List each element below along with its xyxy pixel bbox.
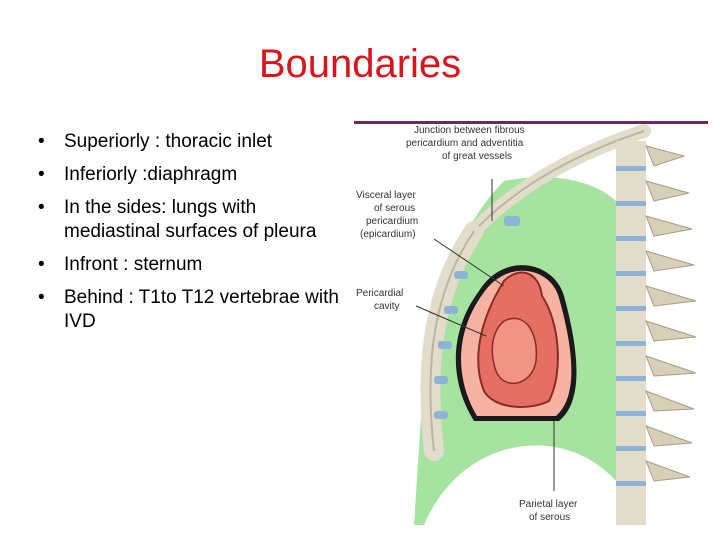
bullet-text: Behind : T1to T12 vertebrae with IVD <box>64 287 339 332</box>
bullet-text: In the sides: lungs with mediastinal sur… <box>64 197 317 242</box>
costal-cartilages <box>434 216 520 419</box>
bullet-dot: • <box>38 164 45 185</box>
bullet-list: • Superiorly : thoracic inlet • Inferiorly… <box>38 130 348 343</box>
bullet-dot: • <box>38 254 45 275</box>
vertebral-column <box>616 141 697 525</box>
diaphragm-dome <box>424 445 624 525</box>
label-pericardial-cavity: Pericardial cavity <box>356 288 406 312</box>
bullet-text: Inferiorly :diaphragm <box>64 164 238 185</box>
bullet-text: Infront : sternum <box>64 254 203 275</box>
label-parietal-layer: Parietal layer of serous <box>519 499 580 523</box>
bullet-item: • Infront : sternum <box>38 253 348 277</box>
figure-top-border <box>354 121 708 124</box>
bullet-item: • In the sides: lungs with mediastinal su… <box>38 196 348 244</box>
bullet-dot: • <box>38 197 45 218</box>
bullet-text: Superiorly : thoracic inlet <box>64 131 273 152</box>
label-junction: Junction between fibrous pericardium and… <box>406 125 527 162</box>
leader-lines <box>415 179 555 491</box>
bullet-dot: • <box>38 287 45 308</box>
label-visceral-layer: Visceral layer of serous pericardium (ep… <box>356 190 421 240</box>
slide-title: Boundaries <box>258 42 462 86</box>
bullet-item: • Inferiorly :diaphragm <box>38 163 348 187</box>
anatomy-illustration: Junction between fibrous pericardium and… <box>354 121 708 525</box>
bullet-dot: • <box>38 131 45 152</box>
bullet-item: • Behind : T1to T12 vertebrae with IVD <box>38 286 348 334</box>
anatomy-figure: Junction between fibrous pericardium and… <box>354 121 708 525</box>
bullet-item: • Superiorly : thoracic inlet <box>38 130 348 154</box>
